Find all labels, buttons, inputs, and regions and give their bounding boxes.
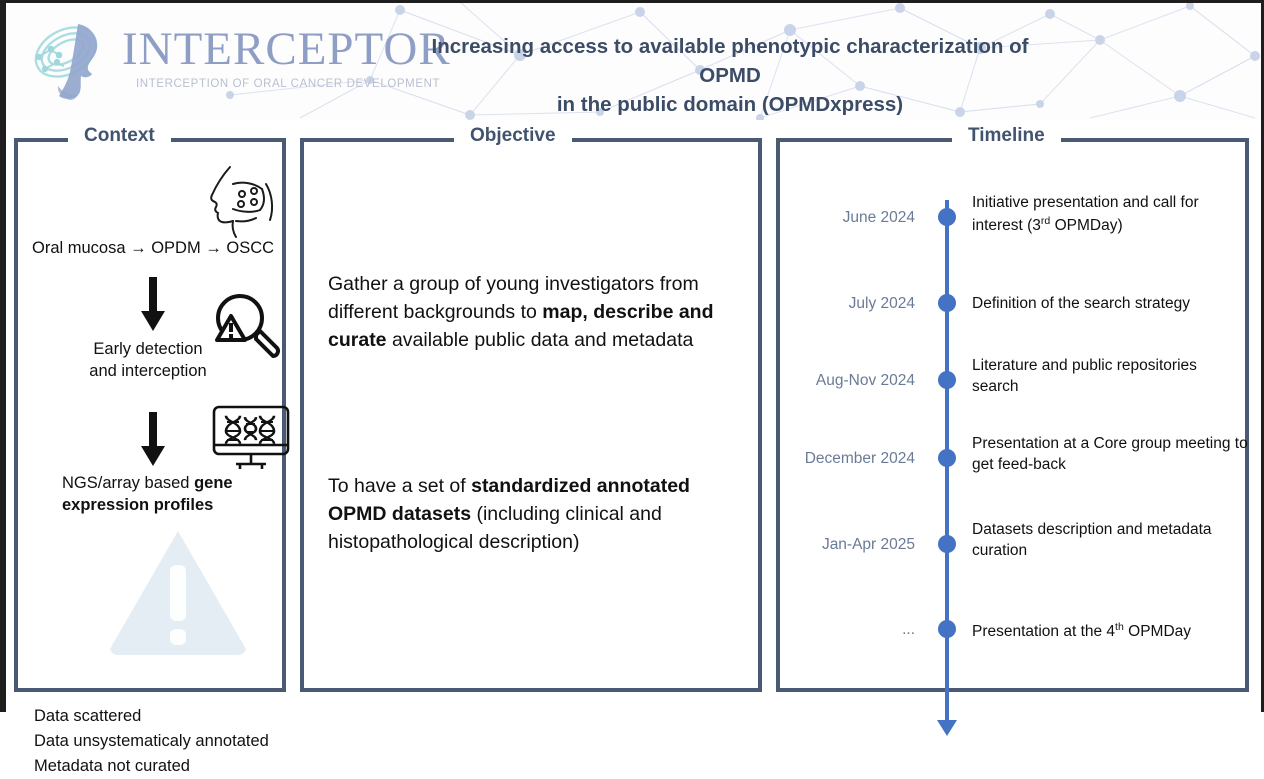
objective-panel: Objective Gather a group of young invest…: [300, 125, 762, 692]
head-profile-oral-lesion-icon: [210, 166, 274, 238]
down-arrow-icon-1: [141, 277, 165, 331]
objective-panel-title: Objective: [454, 125, 572, 147]
timeline-dot-5: [938, 535, 956, 553]
timeline-label-2-pre: Definition of the search strategy: [972, 295, 1190, 312]
timeline-dot-1: [938, 208, 956, 226]
objective-p1-text1: Gather a group of young investigators fr…: [328, 273, 699, 324]
objective-p2-bold: standardized annotated OPMD datasets: [328, 475, 690, 526]
timeline-label-2: Definition of the search strategy: [972, 294, 1244, 315]
warning-triangle-watermark: [110, 531, 246, 655]
objective-p1-bold: map, describe and curate: [328, 301, 714, 352]
timeline-label-3: Literature and public repositories searc…: [972, 356, 1244, 398]
logo-tagline: INTERCEPTION OF ORAL CANCER DEVELOPMENT: [136, 78, 441, 90]
magnifier-warning-icon: [215, 294, 280, 358]
context-issue-item-1: Data scattered: [34, 707, 142, 725]
timeline-label-1-sup: rd: [1040, 214, 1051, 227]
page-title-line1: Increasing access to available phenotypi…: [431, 35, 1029, 88]
page-title: Increasing access to available phenotypi…: [430, 32, 1030, 119]
monitor-dna-icon: [212, 405, 290, 469]
timeline-label-4-pre: Presentation at a Core group meeting to …: [972, 435, 1248, 473]
timeline-dot-6: [938, 620, 956, 638]
interceptor-logo: INTERCEPTOR INTERCEPTION OF ORAL CANCER …: [26, 14, 450, 106]
context-step-gene-bold2: expression profiles: [62, 496, 214, 515]
timeline-panel-title: Timeline: [952, 125, 1061, 147]
timeline-label-6: Presentation at the 4th OPMDay: [972, 620, 1244, 643]
objective-paragraph-1: Gather a group of young investigators fr…: [328, 270, 748, 354]
timeline-label-5: Datasets description and metadata curati…: [972, 520, 1244, 562]
logo-wordmark: INTERCEPTOR: [122, 23, 451, 75]
timeline-date-6: ...: [902, 621, 915, 638]
context-step-early-line2: and interception: [89, 362, 207, 381]
timeline-label-3-pre: Literature and public repositories searc…: [972, 357, 1197, 395]
timeline-label-4: Presentation at a Core group meeting to …: [972, 434, 1254, 476]
timeline-arrow-head-icon: [937, 720, 957, 736]
timeline-label-5-pre: Datasets description and metadata curati…: [972, 521, 1212, 559]
context-step-gene-bold1: gene: [194, 474, 233, 492]
timeline-dot-2: [938, 294, 956, 312]
timeline-date-2: July 2024: [848, 295, 915, 312]
context-step-early-detection: Early detection and interception: [78, 338, 218, 383]
objective-p1-text2: available public data and metadata: [386, 329, 694, 352]
timeline-panel: Timeline June 2024 Initiative presentati…: [776, 125, 1249, 736]
interceptor-head-circuit-logo-icon: [34, 24, 98, 100]
network-background-pattern: [226, 1, 1260, 120]
objective-paragraph-2: To have a set of standardized annotated …: [328, 472, 748, 556]
timeline-label-1-post: OPMDay): [1050, 216, 1123, 234]
objective-p2-text2: (including clinical and histopathologica…: [328, 503, 662, 554]
timeline-label-6-pre: Presentation at the 4: [972, 623, 1116, 641]
context-step-gene-expression: NGS/array based gene expression profiles: [62, 472, 262, 517]
down-arrow-icon-2: [141, 412, 165, 466]
objective-p2-text1: To have a set of: [328, 475, 472, 497]
context-issue-item-2: Data unsystematicaly annotated: [34, 732, 269, 751]
context-step-early-line1: Early detection: [93, 340, 203, 358]
timeline-label-1-pre: Initiative presentation and call for int…: [972, 194, 1199, 234]
context-panel-title: Context: [68, 125, 171, 147]
timeline-label-6-sup: th: [1115, 621, 1124, 633]
context-panel: Context Oral mucosa → OPDM → OSCC: [14, 125, 290, 775]
page-title-line2: in the public domain (OPMDxpress): [556, 93, 904, 117]
context-flow-line: Oral mucosa → OPDM → OSCC: [32, 239, 275, 257]
page-header: INTERCEPTOR INTERCEPTION OF ORAL CANCER …: [0, 0, 1264, 120]
context-issue-item-3: Metadata not curated: [34, 757, 190, 776]
timeline-dot-4: [938, 449, 956, 467]
timeline-dot-3: [938, 371, 956, 389]
timeline-date-5: Jan-Apr 2025: [821, 536, 915, 553]
timeline-label-6-post: OPMDay: [1123, 623, 1192, 641]
timeline-date-4: December 2024: [804, 450, 915, 467]
timeline-date-1: June 2024: [842, 209, 915, 226]
timeline-date-3: Aug-Nov 2024: [815, 372, 915, 389]
context-step-gene-prefix: NGS/array based: [62, 474, 195, 492]
timeline-label-1: Initiative presentation and call for int…: [972, 193, 1244, 237]
context-issues-list: Data scattered Data unsystematicaly anno…: [34, 704, 269, 779]
